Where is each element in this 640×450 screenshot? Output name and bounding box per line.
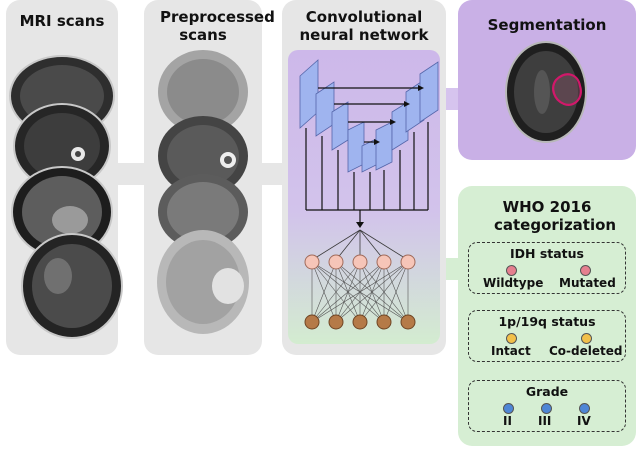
intact-dot xyxy=(506,333,517,344)
grade-iii-label: III xyxy=(538,414,552,428)
codeleted-label: Co-deleted xyxy=(549,344,623,358)
wildtype-dot xyxy=(506,265,517,276)
preprocessed-scans-panel: Preprocessed scans xyxy=(144,0,275,355)
grade-ii-dot xyxy=(503,403,514,414)
intact-label: Intact xyxy=(491,344,531,358)
grade-iv-dot xyxy=(579,403,590,414)
mri-scans-panel: MRI scans xyxy=(6,0,118,355)
panel-title: Convolutional neural network xyxy=(299,8,429,44)
wildtype-label: Wildtype xyxy=(483,276,544,290)
grade-ii-label: II xyxy=(503,414,512,428)
mutated-label: Mutated xyxy=(559,276,616,290)
grade-group: Grade II III IV xyxy=(468,380,626,432)
mutated-dot xyxy=(580,265,591,276)
idh-status-group: IDH status Wildtype Mutated xyxy=(468,242,626,294)
cnn-inner-area xyxy=(288,50,440,344)
grade-iv-label: IV xyxy=(577,414,591,428)
panel-title: MRI scans xyxy=(19,12,105,30)
group-title: Grade xyxy=(525,384,569,399)
panel-title: Preprocessed scans xyxy=(160,8,275,44)
grade-iii-dot xyxy=(541,403,552,414)
group-title: IDH status xyxy=(509,246,584,261)
panel-title: Segmentation xyxy=(487,16,607,34)
segmentation-panel: Segmentation xyxy=(458,0,636,160)
who-categorization-panel: WHO 2016 categorization IDH status Wildt… xyxy=(458,186,636,446)
codeleted-dot xyxy=(581,333,592,344)
who-title: WHO 2016 categorization xyxy=(494,198,617,234)
cnn-panel: Convolutional neural network xyxy=(282,0,446,355)
codeletion-status-group: 1p/19q status Intact Co-deleted xyxy=(468,310,626,362)
group-title: 1p/19q status xyxy=(498,314,596,329)
